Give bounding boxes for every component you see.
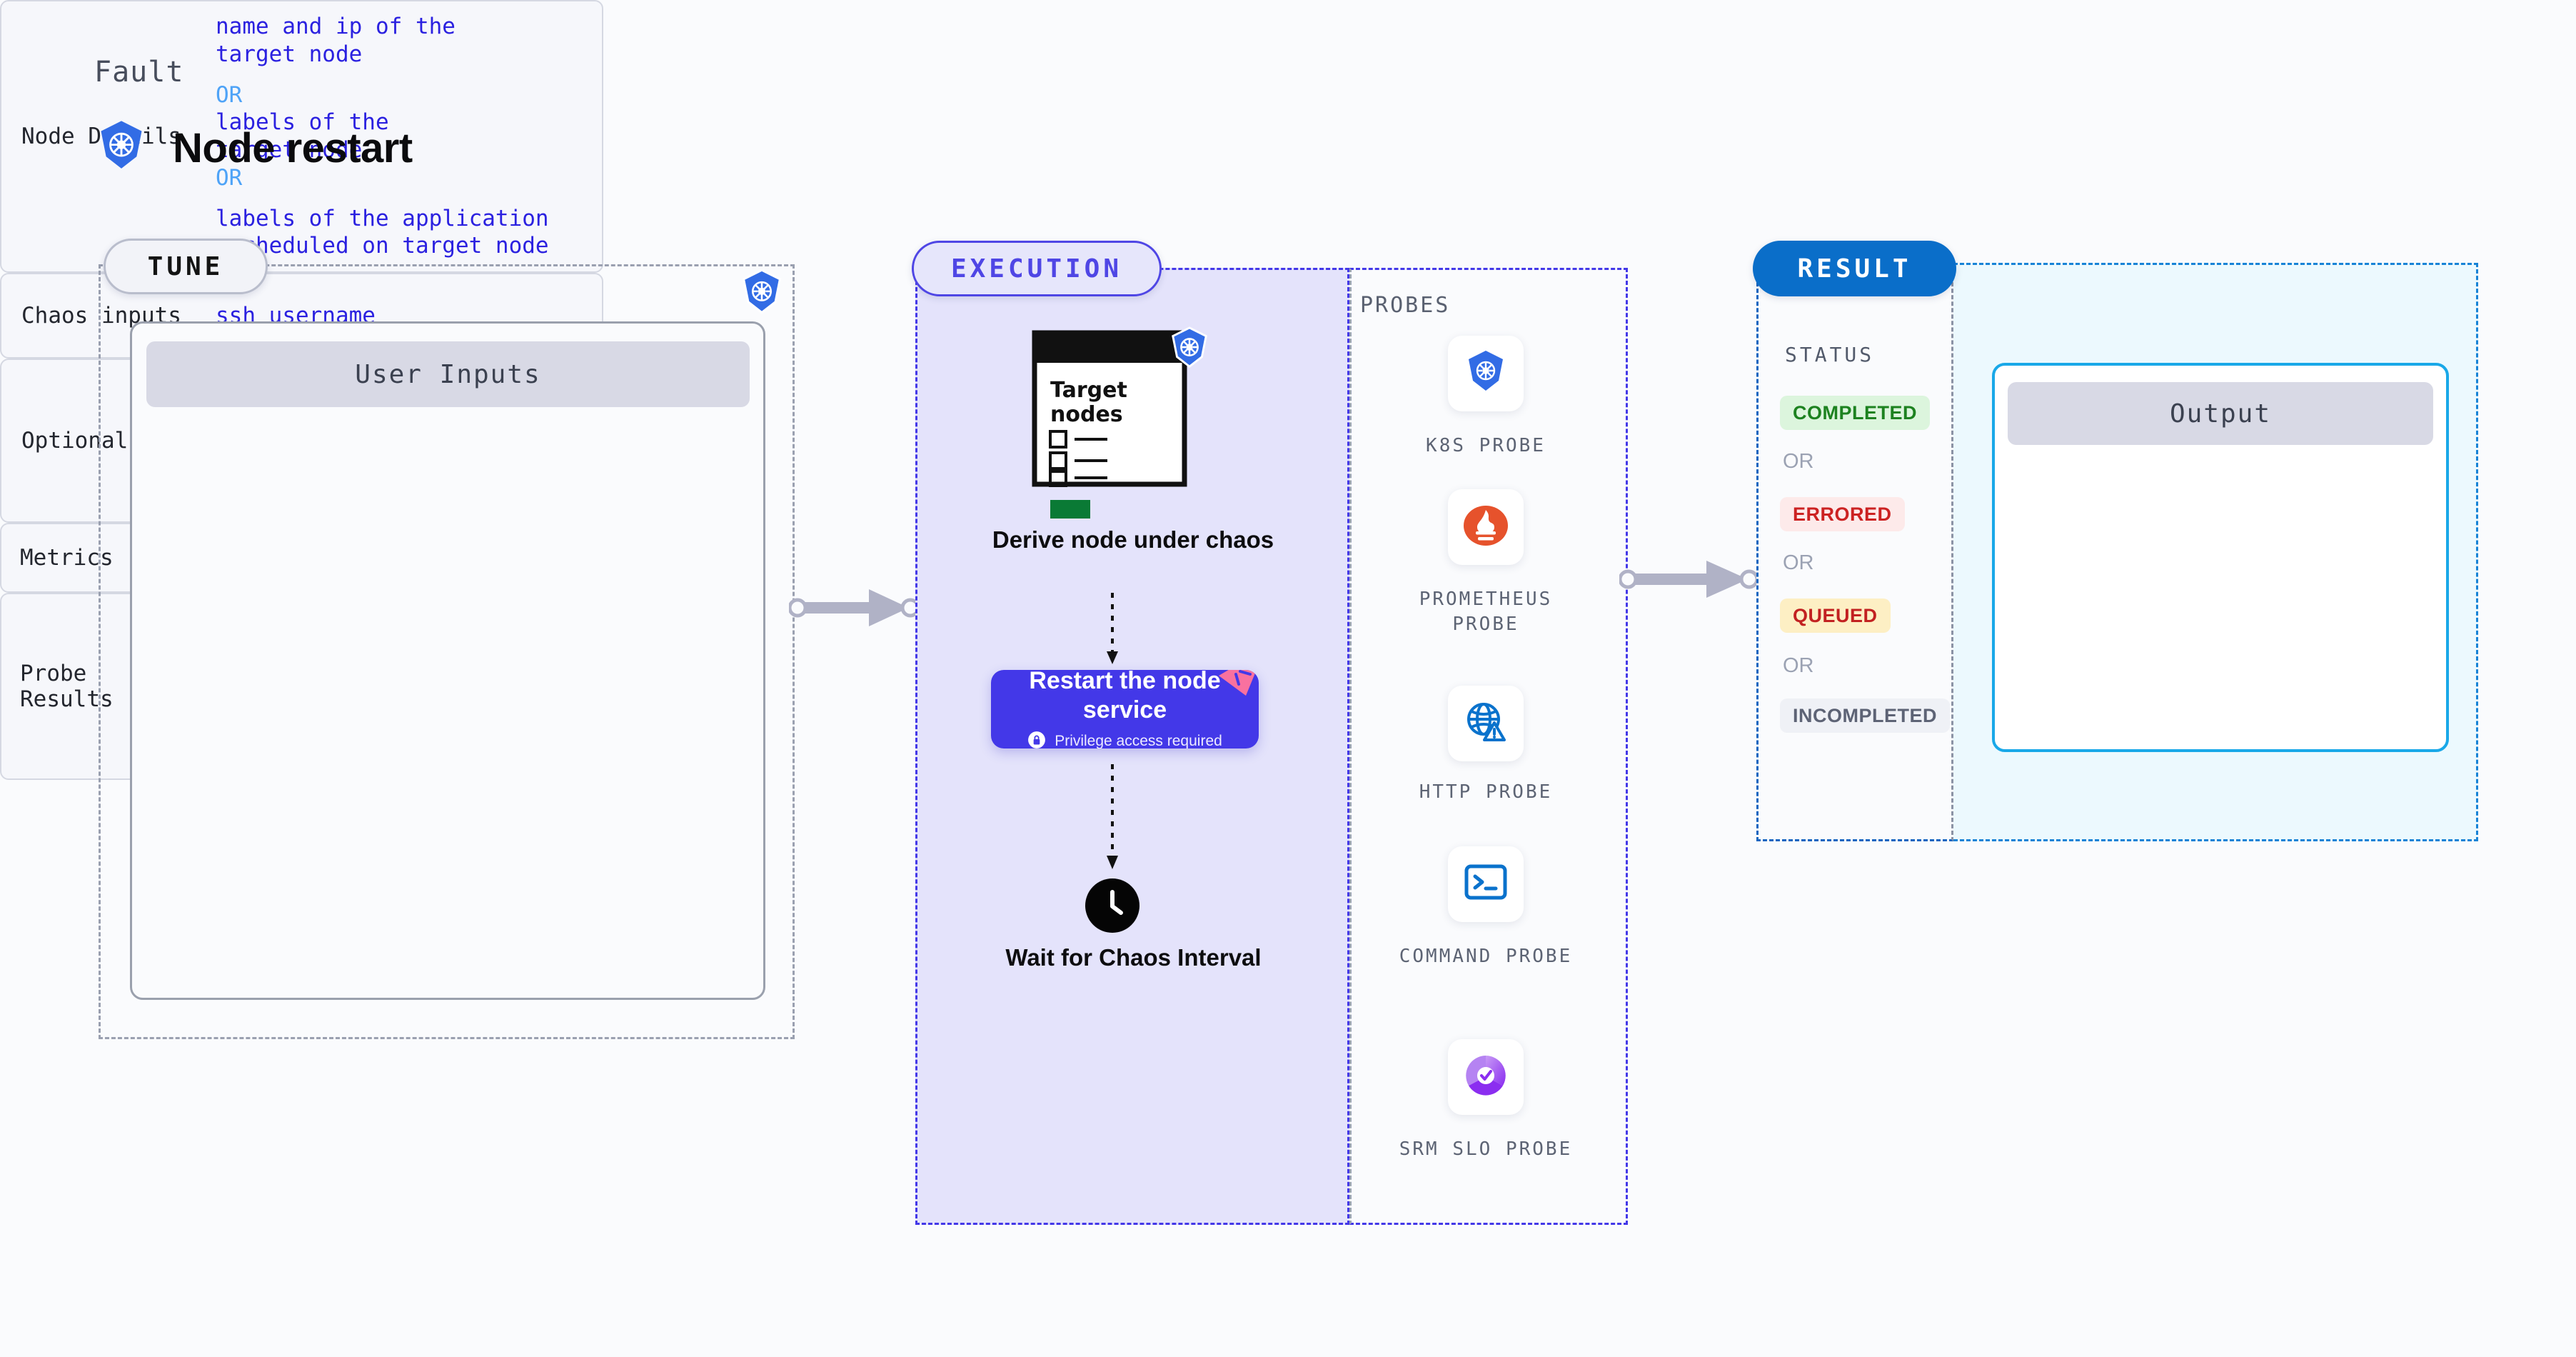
status-badge-incompleted: INCOMPLETED — [1780, 698, 1951, 733]
probe-tile-srm-slo[interactable] — [1448, 1039, 1524, 1115]
probe-caption-prometheus: PROMETHEUS PROBE — [1419, 589, 1553, 636]
tune-to-execution-arrow — [789, 589, 920, 626]
target-nodes-document: Target nodes — [1032, 330, 1193, 497]
kubernetes-icon — [738, 267, 786, 321]
prometheus-probe-icon — [1462, 502, 1509, 552]
srm-slo-probe-icon — [1462, 1052, 1509, 1102]
or-label: OR — [1783, 654, 1814, 677]
metrics-label: Metrics — [20, 545, 114, 571]
execution-to-result-arrow — [1619, 561, 1759, 598]
ribbon-icon — [1214, 670, 1259, 704]
or-label: OR — [1783, 551, 1814, 574]
kubernetes-probe-icon — [1463, 348, 1509, 399]
row-label: Optional — [21, 428, 129, 454]
user-inputs-card — [130, 321, 765, 1000]
or-text: OR — [216, 81, 243, 108]
value-text: labels of the target node — [216, 109, 389, 163]
result-status-panel — [1756, 263, 1953, 841]
probe-caption-http: HTTP PROBE — [1419, 781, 1553, 803]
probe-caption-k8s: K8S PROBE — [1426, 435, 1546, 456]
step3-caption: Wait for Chaos Interval — [1005, 944, 1262, 971]
status-badge-errored: ERRORED — [1780, 497, 1905, 531]
status-badge-queued: QUEUED — [1780, 599, 1891, 633]
probe-caption-command: COMMAND PROBE — [1399, 946, 1573, 967]
user-inputs-title: User Inputs — [146, 341, 750, 407]
page-title-row: Node restart — [94, 118, 413, 178]
output-title: Output — [2008, 382, 2433, 445]
progress-bar-indicator — [1050, 500, 1090, 519]
command-probe-icon — [1463, 862, 1509, 906]
or-label: OR — [1783, 450, 1814, 473]
arrow-down-1 — [1107, 593, 1118, 664]
page-eyebrow: Fault — [94, 56, 184, 89]
step2-subtitle: Privilege access required — [1055, 733, 1222, 748]
kubernetes-icon — [1167, 325, 1212, 375]
svg-text:Target: Target — [1050, 378, 1127, 403]
tune-tag: TUNE — [104, 239, 268, 294]
tune-panel — [99, 264, 795, 1039]
status-label: STATUS — [1785, 343, 1875, 366]
page-title: Node restart — [173, 124, 413, 171]
http-probe-icon — [1462, 698, 1509, 748]
lock-icon — [1027, 731, 1046, 748]
value-text: name and ip of the target node — [216, 14, 456, 67]
execution-tag: EXECUTION — [912, 241, 1162, 296]
step2-title: Restart the node service — [1029, 670, 1221, 723]
probe-tile-command[interactable] — [1448, 846, 1524, 922]
probe-tile-prometheus[interactable] — [1448, 489, 1524, 565]
probe-results-label: Probe Results — [20, 661, 114, 712]
row-values: name and ip of the target node OR labels… — [216, 13, 549, 260]
or-text: OR — [216, 164, 243, 191]
probe-tile-http[interactable] — [1448, 686, 1524, 761]
restart-node-service-step: Restart the node service Privilege acces… — [991, 670, 1259, 748]
svg-text:nodes: nodes — [1050, 402, 1123, 427]
probe-tile-k8s[interactable] — [1448, 336, 1524, 411]
clock-icon — [1085, 878, 1139, 936]
probes-label: PROBES — [1360, 293, 1451, 318]
kubernetes-icon — [94, 118, 149, 178]
probe-caption-srm-slo: SRM SLO PROBE — [1399, 1138, 1573, 1160]
arrow-down-2 — [1107, 764, 1118, 869]
step1-caption: Derive node under chaos — [992, 526, 1274, 553]
value-text: labels of the application scheduled on t… — [216, 205, 549, 259]
status-badge-completed: COMPLETED — [1780, 396, 1931, 430]
result-tag: RESULT — [1753, 241, 1956, 296]
